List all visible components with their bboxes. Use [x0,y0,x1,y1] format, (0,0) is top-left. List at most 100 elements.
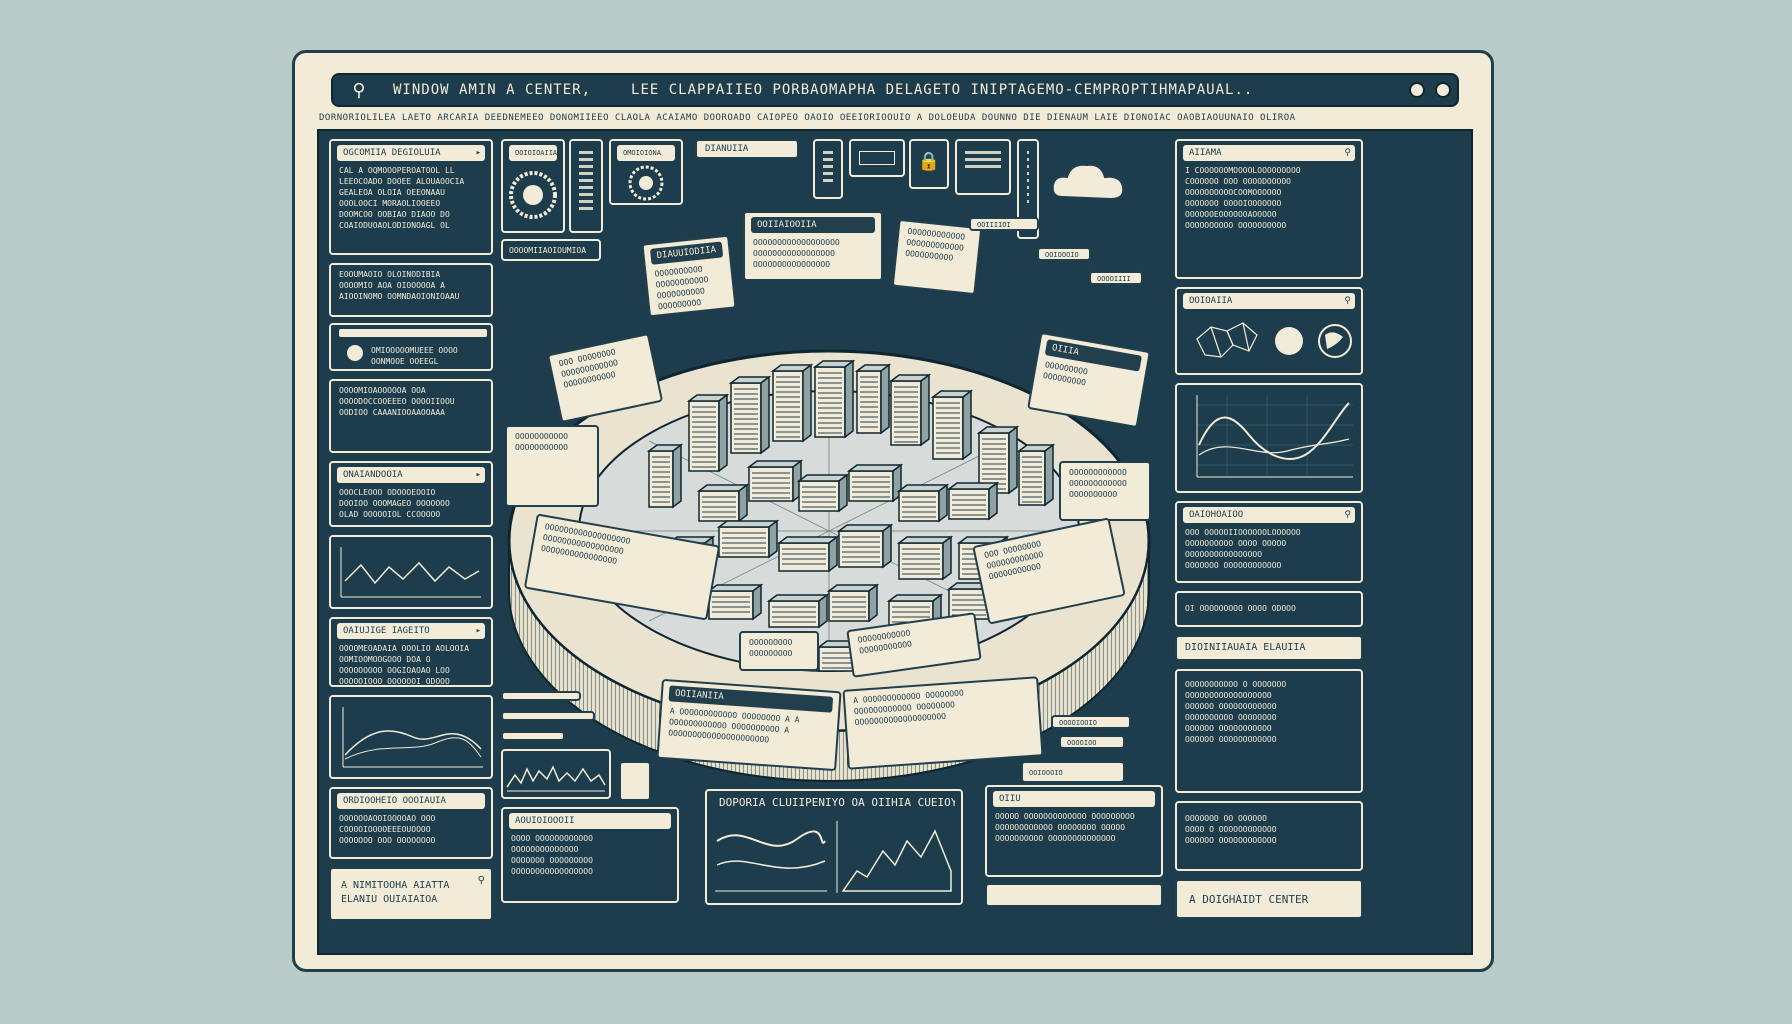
network-globe-icon [1196,322,1352,358]
left-panel-3[interactable]: OMIOOOOOMUEEE OOOO OONMOOE OOEEGL OOOOMN… [329,323,493,371]
server-rack [766,593,830,629]
device-icon [619,761,651,801]
search-icon[interactable]: ⚲ [1344,510,1351,520]
server-rack [728,375,772,455]
server-rack [846,463,904,503]
center-card-1[interactable]: DIAUUIODIIA OOOOOOOOOO OOOOOOOOOOO OOOOO… [641,234,737,318]
close-button[interactable] [1435,82,1451,98]
tile-gauge-2[interactable]: OMOIOIONA [609,139,683,205]
server-rack [930,389,974,461]
left-chart-panel-2 [329,695,493,779]
server-rack [812,359,856,439]
chevron-right-icon[interactable]: ▸ [475,470,481,480]
right-bottom-label[interactable]: A DOIGHAIDT CENTER [1175,879,1363,919]
panel-header: OOIOAIIA⚲ [1183,293,1355,309]
tile-label[interactable]: OOOOMIIAOIOUMIOA [501,239,601,261]
right-panel-5[interactable]: OOOOOOO OO OOOOOO OOOO O OOOOOOOOOOOO OO… [1175,801,1363,871]
bottom-small-panel[interactable]: AOUIOIOOOII OOOO OOOOOOOOOOOO OOOOOOOOOO… [501,807,679,903]
left-panel-7[interactable]: ORDIOOHEIO OOOIAUIA OOOOOOAOOIOOOOAO OOO… [329,787,493,859]
panel-header: AIIAMA⚲ [1183,145,1355,161]
left-bottom-label[interactable]: A NIMITOOHA AIATTA ELANIU OUIAIAIOA ⚲ [329,867,493,921]
panel-header: ORDIOOHEIO OOOIAUIA [337,793,485,809]
tile-window-1[interactable] [849,139,905,177]
tag-6[interactable]: OOIOOOIO [1021,761,1125,783]
chevron-right-icon[interactable]: ▸ [475,626,481,636]
tile-list-3[interactable] [1017,139,1039,239]
center-card-13[interactable]: A OOOOOOOOOOOO OOOOOOOO OOOOOOOOOOOO OOO… [842,676,1044,770]
server-rack [946,481,1000,521]
center-card-6[interactable]: OOOOOOOOOOO OOOOOOOOOOO [505,425,599,507]
curve-chart-icon [342,707,483,768]
server-racks [646,359,1056,673]
tag-3[interactable]: OOOOIIII [1089,271,1143,285]
right-panel-4[interactable]: OOOOOOOOOOO O OOOOOOO OOOOOOOOOOOOOOOOOO… [1175,669,1363,793]
workspace: OGCOMIIA DEGIOLUIA▸ CAL A OQMOOOPEROATOO… [317,129,1473,955]
panel-header: OAIUJIGE IAGEITO▸ [337,623,485,639]
admin-center-window: ⚲ WINDOW AMIN A CENTER, LEE CLAPPAIIEO P… [292,50,1494,972]
tile-dianuiia[interactable]: DIANUIIA [695,139,799,159]
tag-5[interactable]: OOOOIOO [1059,735,1125,749]
server-rack [696,483,750,523]
server-rack [886,593,944,629]
right-panel-title[interactable]: DIOINIIAUAIA ELAUIIA [1175,635,1363,661]
gauge-icon [509,171,557,219]
chevron-right-icon[interactable]: ▸ [475,148,481,158]
search-icon[interactable]: ⚲ [477,875,485,886]
small-bar-1 [501,691,581,701]
small-bar-3 [501,731,565,741]
tile-window-2[interactable] [955,139,1011,195]
lock-tile[interactable]: 🔒 [909,139,949,189]
left-panel-6[interactable]: OAIUJIGE IAGEITO▸ OOOOMEOADAIA OOOLIO AO… [329,617,493,687]
left-panel-2[interactable]: EOOUMAOIO OLOINODIBIA OOOOMIO AOA OIOOOO… [329,263,493,317]
right-panel-1[interactable]: AIIAMA⚲ I COOOOOOMOOOOLOOOOOOOOO COOOOOO… [1175,139,1363,279]
lock-icon: 🔒 [917,151,941,172]
search-icon[interactable]: ⚲ [352,79,366,101]
menu-bar[interactable]: DORNORIOLILEA LAETO ARCARIA DEEDNEMEEO D… [319,113,1296,123]
server-rack [836,523,894,569]
center-card-10[interactable]: OOOOOOOOO OOOOOOOOO [739,631,819,671]
server-rack [746,459,804,503]
gauge-icon [628,165,664,201]
progress-bar [339,329,487,337]
tile-list-2[interactable] [813,139,843,199]
search-icon[interactable]: ⚲ [1344,296,1351,306]
center-card-2[interactable]: OOIIAIOOIIA OOOOOOOOOOOOOOOOOO OOOOOOOOO… [743,211,883,281]
server-rack [770,363,814,443]
search-icon[interactable]: ⚲ [1344,148,1351,158]
server-rack [976,425,1020,495]
panel-header: OGCOMIIA DEGIOLUIA▸ [337,145,485,161]
server-rack [776,535,840,573]
left-panel-5[interactable]: ONAIANDOOIA▸ OOOCLEOOO ODOOOEOOIO DOOIOO… [329,461,493,527]
line-chart-icon [1196,395,1353,478]
server-rack [896,483,950,523]
waveform-panel [501,749,611,799]
tag-4[interactable]: OOOOIOOIO [1051,715,1131,729]
bottom-chart-icon [715,821,952,893]
bottom-right-panel[interactable]: OIIU OOOOO OOOOOOOOOOOOO OOOOOOOOO OOOOO… [985,785,1163,877]
cloud-icon [1049,157,1129,211]
status-icon [347,345,363,361]
left-panel-4[interactable]: OOOOMIOAOOOOOA OOA OOOODOCCOOEEEO OOOOII… [329,379,493,453]
right-panel-3[interactable]: OI OOOOOOOOO OOOO ODOOO [1175,591,1363,627]
panel-header: ONAIANDOOIA▸ [337,467,485,483]
center-card-12[interactable]: OOIIANIIA A OOOOOOOOOOOO OOOOOOOO A A OO… [656,678,842,772]
server-rack [1016,443,1056,507]
minimize-button[interactable] [1409,82,1425,98]
server-rack [716,519,780,559]
tag-1[interactable]: OOIIIIOI [969,217,1039,231]
right-panel-map[interactable]: OOIOAIIA⚲ [1175,287,1363,375]
bottom-right-input[interactable] [985,883,1163,907]
waveform-icon [506,765,606,792]
left-panel-1[interactable]: OGCOMIIA DEGIOLUIA▸ CAL A OQMOOOPEROATOO… [329,139,493,255]
center-card-3[interactable]: OOOOOOOOOOOO OOOOOOOOOOOO OOOOOOOOOO [891,218,983,296]
tag-2[interactable]: OOIOOOIO [1037,247,1091,261]
small-bar-2 [501,711,595,721]
bottom-center-chart-panel[interactable]: DOPORIA CLUIIPENIYO OA OIIHIA CUEIOYA [705,789,963,905]
tile-gauge-1[interactable]: OOIOIOAIIA [501,139,565,233]
tile-list-1[interactable] [569,139,603,233]
title-bar: ⚲ WINDOW AMIN A CENTER, LEE CLAPPAIIEO P… [331,73,1459,107]
server-rack [706,583,764,621]
center-card-7[interactable]: OOOOOOOOOOOO OOOOOOOOOOOO OOOOOOOOOO [1059,461,1151,521]
right-panel-2[interactable]: OAIOHOAIOO⚲ OOO OOOOOIIOOOOOOLOOOOOO OOO… [1175,501,1363,583]
window-subtitle: LEE CLAPPAIIEO PORBAOMAPHA DELAGETO INIP… [631,82,1254,98]
